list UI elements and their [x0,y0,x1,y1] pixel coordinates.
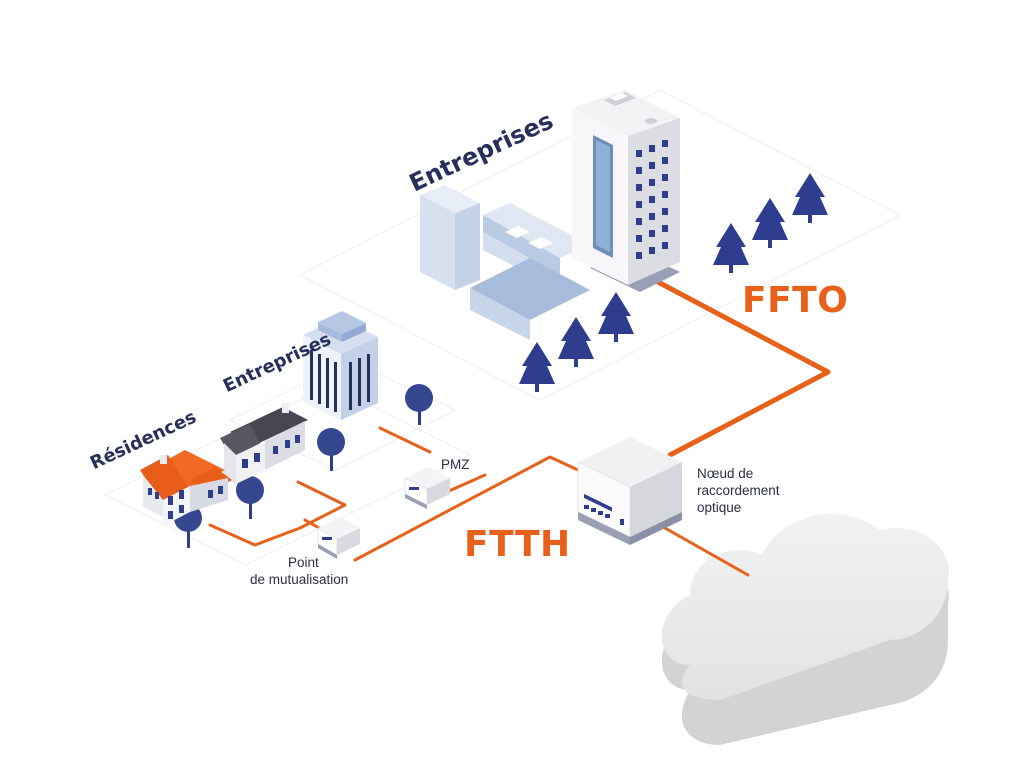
ftth-branch-2 [208,480,347,547]
cloud-icon [661,514,949,745]
house-orange-roof-icon [140,450,232,526]
cloud-fiber [663,526,750,577]
ftth-branch-1 [378,426,432,454]
tree-icon [236,476,264,519]
tree-icon-group-top [519,173,828,392]
noeud-line-3: optique [697,500,742,515]
tree-icon [713,223,749,273]
tree-icon [405,384,433,425]
tree-icon [792,173,828,223]
ftth-label: FTTH [464,524,571,565]
point-mutualisation-line-2: de mutualisation [250,572,349,587]
noeud-line-1: Nœud de [697,466,754,481]
tree-icon [558,317,594,367]
ftth-trunk [353,455,580,562]
pmz-cabinet-icon [404,467,450,509]
tree-icon [598,292,634,342]
point-mutualisation-cabinet-icon [317,517,360,559]
point-mutualisation-label: Point de mutualisation [250,554,348,588]
office-building-icon [303,311,378,420]
tower-building-icon [572,90,680,292]
tree-icon [317,428,345,471]
ffto-fiber [655,279,831,458]
noeud-line-2: raccordement [697,483,780,498]
tree-icon [752,198,788,248]
optical-node-icon [577,437,682,545]
ffto-label: FFTO [742,280,849,321]
pmz-label: PMZ [441,457,470,472]
office-block-pale [420,185,590,340]
tree-icon-group-round [174,384,433,548]
fiber-lines [208,279,831,577]
noeud-raccordement-label: Nœud de raccordement optique [697,465,780,516]
point-mutualisation-line-1: Point [288,555,319,570]
tree-icon [519,342,555,392]
house-grey-roof-icon [220,403,308,484]
